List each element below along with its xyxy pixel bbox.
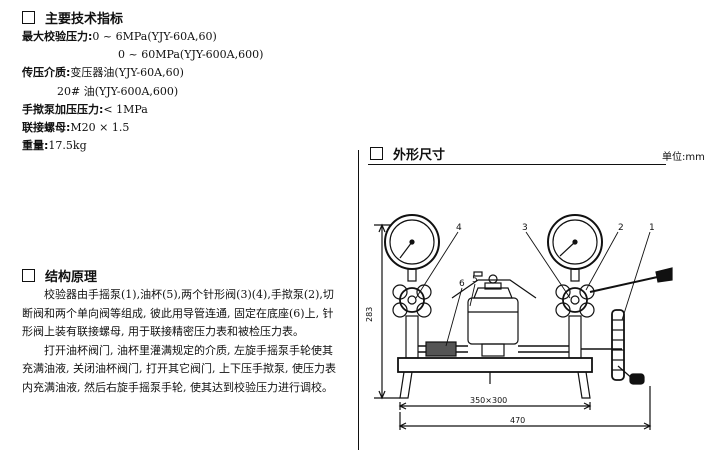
checkbox-icon — [22, 269, 35, 282]
spec-line: 重量:17.5kg — [22, 139, 87, 153]
bracket — [451, 279, 537, 299]
section-title: 结构原理 — [45, 270, 98, 285]
oil-cup — [467, 271, 519, 357]
base — [397, 357, 593, 399]
callout-label: 5 — [472, 275, 478, 285]
callout-label: 1 — [649, 223, 655, 233]
spec-line: 手揿泵加压压力:< 1MPa — [22, 102, 148, 116]
checkbox-icon — [22, 11, 35, 24]
hand-press-pump — [589, 267, 673, 293]
spec-line: 联接螺母:M20 × 1.5 — [22, 121, 130, 135]
height-dimension — [374, 223, 400, 400]
right-needle-valve — [555, 284, 595, 359]
section-heading-structure: 结构原理 — [22, 266, 97, 285]
checkbox-icon — [370, 147, 383, 160]
section-title: 外形尺寸 — [393, 148, 446, 163]
spec-line: 传压介质:变压器油(YJY-60A,60) — [22, 66, 184, 80]
column-divider — [358, 150, 359, 450]
callout-label: 6 — [459, 279, 465, 289]
callout-label: 3 — [522, 223, 528, 233]
device-drawing: 4 5 6 3 2 1 283 350×300 470 — [365, 214, 673, 430]
leader-lines — [415, 231, 651, 347]
callout-label: 2 — [618, 223, 624, 233]
callout-label: 4 — [456, 223, 462, 233]
total-dimension — [398, 386, 652, 430]
spec-line: 0 ~ 60MPa(YJY-600A,600) — [118, 48, 264, 62]
pipes — [418, 341, 569, 357]
unit-label: 单位:mm — [662, 152, 705, 163]
paragraph: 打开油杯阀门, 油杯里灌满规定的介质, 左旋手摇泵手轮使其充满油液, 关闭油杯阀… — [22, 343, 336, 394]
height-dimension-label: 283 — [365, 307, 374, 322]
right-pressure-gauge — [547, 214, 603, 282]
hand-crank-pump — [581, 309, 645, 385]
section-title: 主要技术指标 — [45, 12, 124, 27]
paragraph: 校验器由手摇泵(1),油杯(5),两个针形阀(3)(4),手揿泵(2),切断阀和… — [22, 288, 334, 338]
spec-list: 最大校验压力:0 ~ 6MPa(YJY-60A,60) 0 ~ 60MPa(YJ… — [22, 28, 263, 155]
spec-line: 最大校验压力:0 ~ 6MPa(YJY-60A,60) — [22, 30, 217, 43]
structure-text: 校验器由手摇泵(1),油杯(5),两个针形阀(3)(4),手揿泵(2),切断阀和… — [22, 286, 340, 397]
section-heading-specs: 主要技术指标 — [22, 8, 123, 27]
section-heading-dimensions: 外形尺寸 — [370, 144, 445, 163]
divider — [368, 164, 666, 165]
base-dimension-label: 350×300 — [470, 396, 507, 405]
base-dimension — [398, 402, 592, 410]
left-pressure-gauge — [384, 214, 440, 282]
spec-line: 20# 油(YJY-600A,600) — [57, 84, 179, 98]
total-dimension-label: 470 — [510, 416, 525, 425]
left-needle-valve — [392, 284, 432, 359]
